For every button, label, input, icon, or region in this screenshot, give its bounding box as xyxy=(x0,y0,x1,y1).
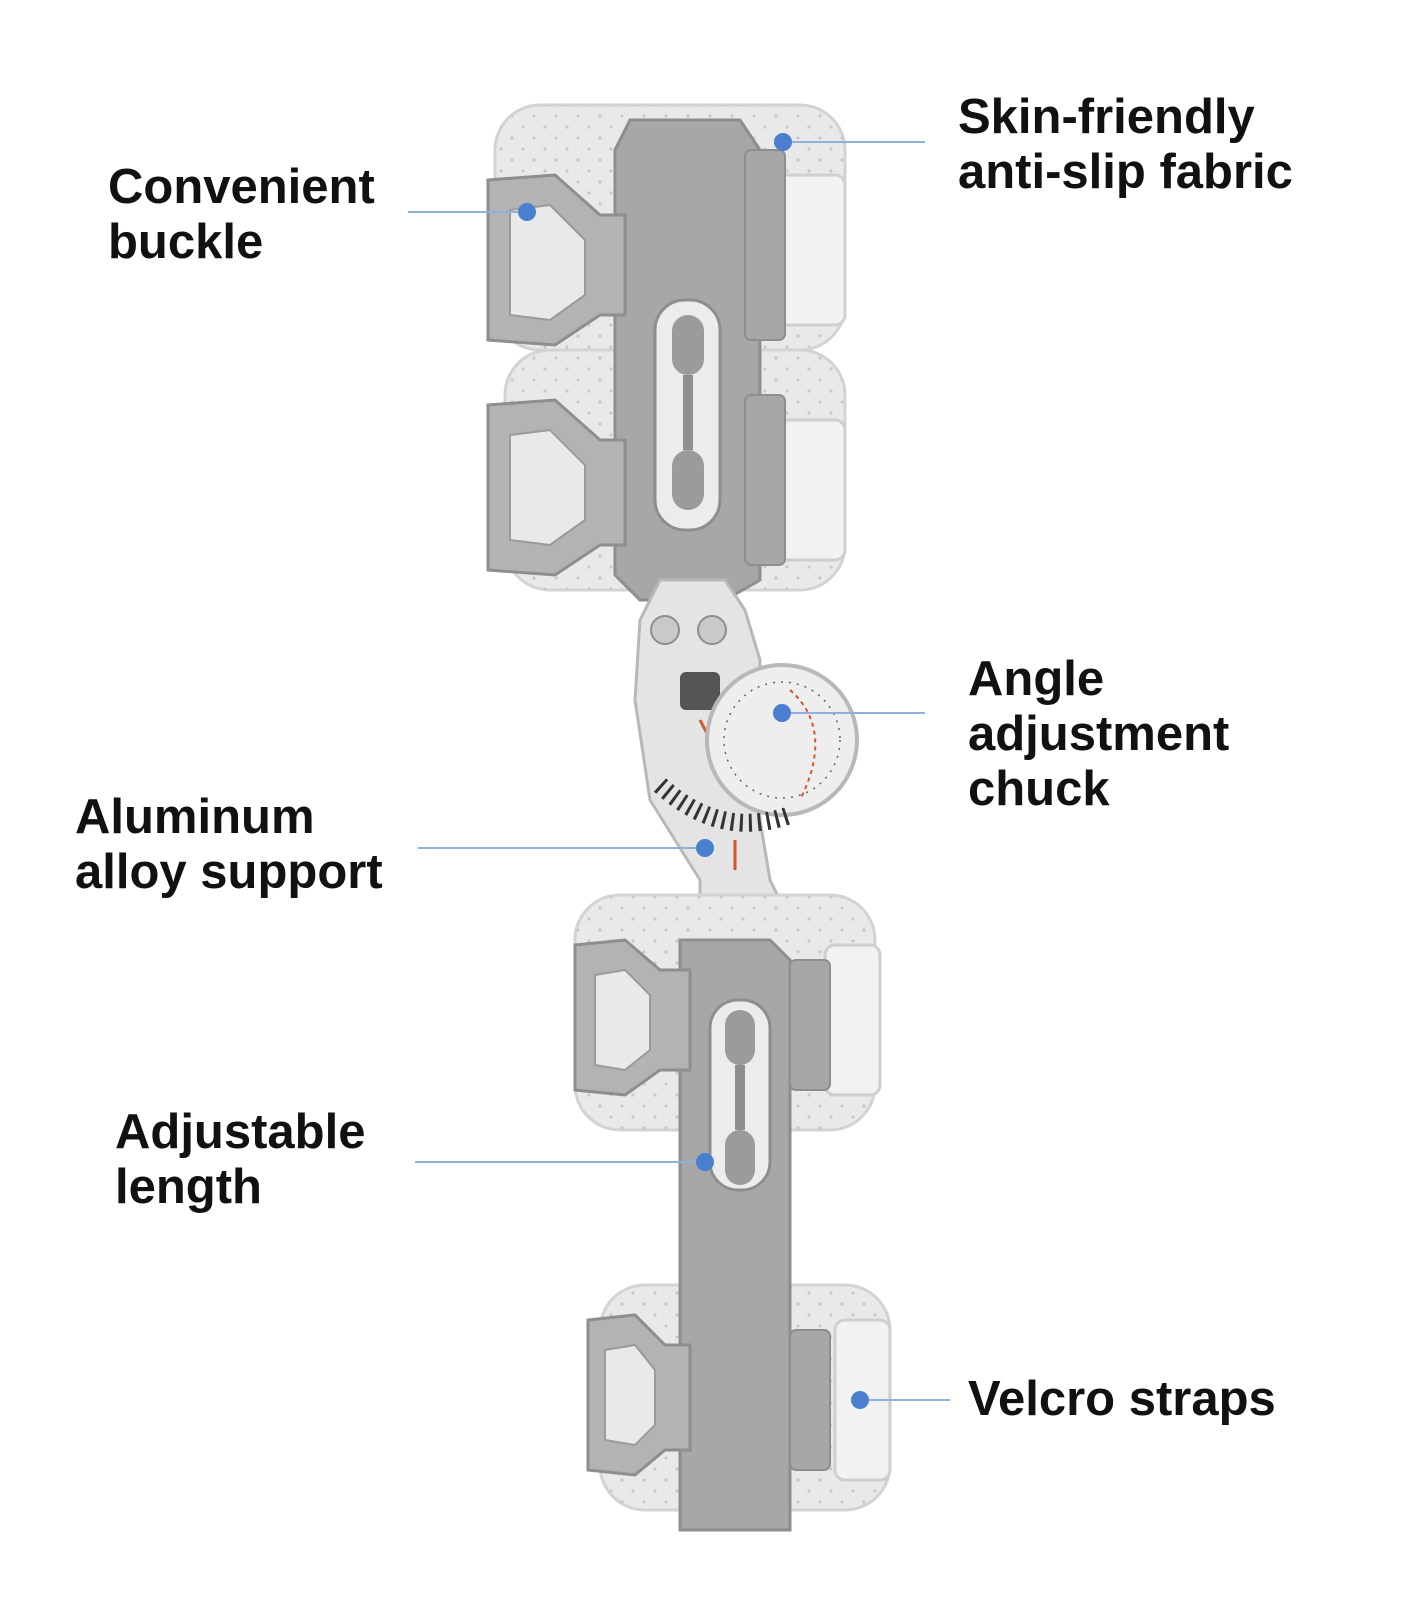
upper-frame xyxy=(613,118,762,602)
right-bracket-lower xyxy=(789,959,831,1091)
leader-velcro xyxy=(851,1391,950,1409)
lower-frame xyxy=(678,938,792,1532)
leader-angle-chuck xyxy=(773,704,925,722)
buckle-ankle xyxy=(586,1313,692,1477)
callout-buckle-line1: Convenient xyxy=(108,160,375,214)
callout-adjustable-length-line2: length xyxy=(115,1160,262,1214)
right-bracket-upper xyxy=(744,149,786,341)
callout-velcro: Velcro straps xyxy=(968,1372,1276,1427)
leader-buckle xyxy=(408,203,536,221)
callout-adjustable-length: Adjustable length xyxy=(115,1105,365,1215)
buckle-second xyxy=(486,398,627,577)
callout-skin-fabric-line1: Skin-friendly xyxy=(958,90,1255,144)
callout-skin-fabric: Skin-friendly anti-slip fabric xyxy=(958,90,1293,200)
leader-aluminum-support xyxy=(418,839,714,857)
callout-buckle: Convenient buckle xyxy=(108,160,375,270)
right-bracket-second xyxy=(744,394,786,566)
callout-aluminum-support-line2: alloy support xyxy=(75,845,383,899)
callout-angle-chuck: Angle adjustment chuck xyxy=(968,652,1229,817)
right-bracket-ankle xyxy=(789,1329,831,1471)
lower-dial-scale xyxy=(653,778,794,832)
callout-velcro-line1: Velcro straps xyxy=(968,1372,1276,1426)
velcro-tab-lower xyxy=(823,943,882,1097)
callout-skin-fabric-line2: anti-slip fabric xyxy=(958,145,1293,199)
leader-adjustable-length xyxy=(415,1153,714,1171)
callout-aluminum-support-line1: Aluminum xyxy=(75,790,315,844)
buckle-lower xyxy=(573,938,692,1097)
callout-angle-chuck-line1: Angle xyxy=(968,652,1105,706)
leader-skin-fabric xyxy=(774,133,925,151)
callout-buckle-line2: buckle xyxy=(108,215,264,269)
callout-angle-chuck-line2: adjustment xyxy=(968,707,1230,761)
callout-adjustable-length-line1: Adjustable xyxy=(115,1105,366,1159)
callout-angle-chuck-line3: chuck xyxy=(968,762,1110,816)
angle-dial xyxy=(705,663,859,817)
callout-aluminum-support: Aluminum alloy support xyxy=(75,790,383,900)
